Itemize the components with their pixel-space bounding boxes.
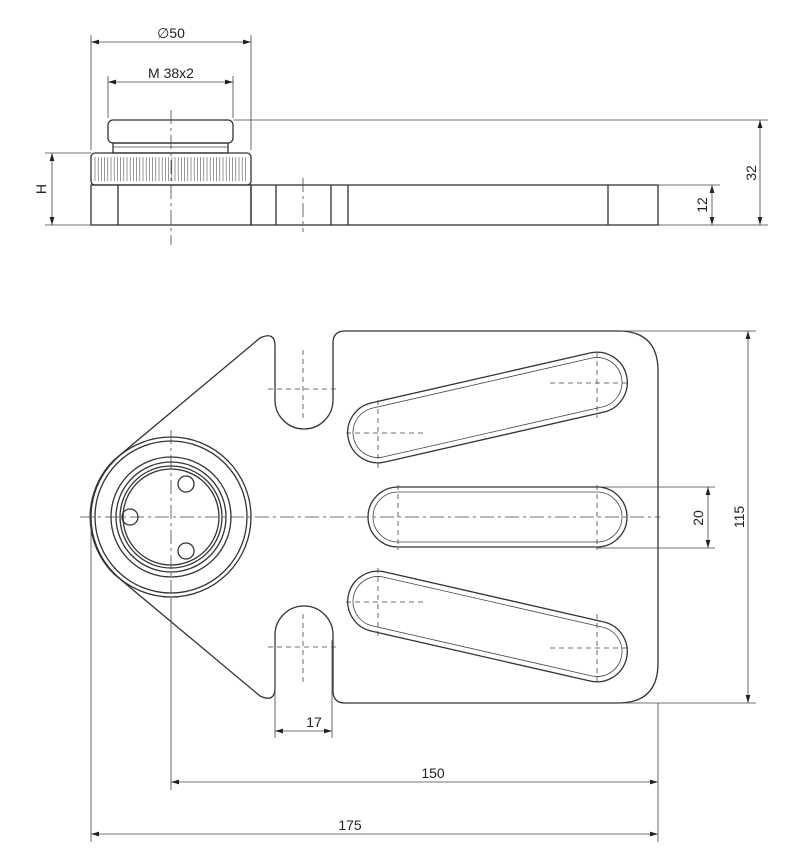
dim-17: 17 [306, 714, 322, 730]
dim-150: 150 [421, 765, 445, 781]
pin-hole [177, 542, 195, 560]
plate-side [250, 184, 659, 226]
dim-115: 115 [731, 506, 747, 529]
dim-h: H [33, 184, 49, 194]
slot-top [347, 351, 628, 464]
slot-bottom [347, 570, 628, 683]
dim-diameter: ∅50 [157, 25, 185, 41]
side-view [90, 110, 659, 245]
dim-20: 20 [690, 510, 706, 526]
pin-hole [177, 475, 195, 493]
dim-thread: M 38x2 [148, 65, 194, 81]
knurl-pattern [94, 157, 246, 181]
dimensions: ∅50 M 38x2 H 32 12 20 115 17 150 175 [33, 25, 768, 842]
dim-175: 175 [338, 817, 362, 833]
dim-32: 32 [743, 165, 759, 181]
dim-12: 12 [694, 197, 710, 213]
plan-view [80, 330, 660, 704]
